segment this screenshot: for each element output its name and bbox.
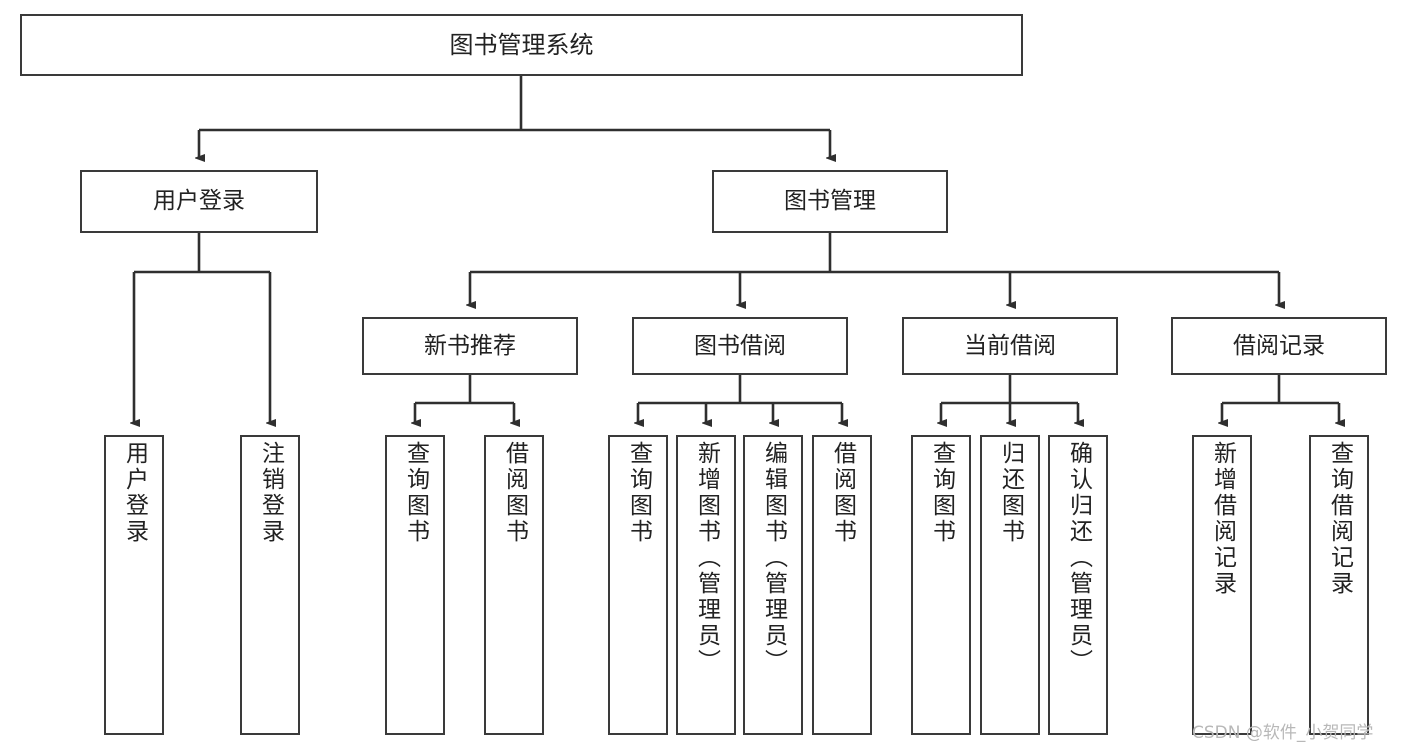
node-borrow-record[interactable]: 借阅记录 bbox=[1171, 317, 1387, 375]
node-label: 查询借阅记录 bbox=[1326, 441, 1353, 597]
node-label: 新书推荐 bbox=[424, 332, 516, 359]
node-book-management[interactable]: 图书管理 bbox=[712, 170, 948, 233]
leaf-borrow-book-2[interactable]: 借阅图书 bbox=[812, 435, 872, 735]
node-label: 图书借阅 bbox=[694, 332, 786, 359]
node-label: 图书管理 bbox=[784, 188, 876, 215]
node-user-login[interactable]: 用户登录 bbox=[80, 170, 318, 233]
node-label: 查询图书 bbox=[402, 441, 429, 545]
leaf-logout[interactable]: 注销登录 bbox=[240, 435, 300, 735]
leaf-edit-book[interactable]: 编辑图书（管理员） bbox=[743, 435, 803, 735]
node-label: 归还图书 bbox=[997, 441, 1024, 545]
leaf-query-book-2[interactable]: 查询图书 bbox=[608, 435, 668, 735]
node-label: 注销登录 bbox=[257, 441, 284, 545]
node-label: 查询图书 bbox=[625, 441, 652, 545]
node-label: 借阅图书 bbox=[501, 441, 528, 545]
leaf-borrow-book-1[interactable]: 借阅图书 bbox=[484, 435, 544, 735]
leaf-add-record[interactable]: 新增借阅记录 bbox=[1192, 435, 1252, 735]
csdn-watermark: CSDN @软件_小贺同学 bbox=[1192, 723, 1374, 743]
node-label: 用户登录 bbox=[121, 441, 148, 545]
node-label: 编辑图书（管理员） bbox=[760, 441, 787, 675]
node-label: 图书管理系统 bbox=[449, 31, 594, 59]
leaf-query-book-3[interactable]: 查询图书 bbox=[911, 435, 971, 735]
node-root-system[interactable]: 图书管理系统 bbox=[20, 14, 1023, 76]
node-label: 新增借阅记录 bbox=[1209, 441, 1236, 597]
leaf-add-book[interactable]: 新增图书（管理员） bbox=[676, 435, 736, 735]
leaf-confirm-return[interactable]: 确认归还（管理员） bbox=[1048, 435, 1108, 735]
node-new-book-recommend[interactable]: 新书推荐 bbox=[362, 317, 578, 375]
leaf-return-book[interactable]: 归还图书 bbox=[980, 435, 1040, 735]
leaf-query-record[interactable]: 查询借阅记录 bbox=[1309, 435, 1369, 735]
node-label: 借阅记录 bbox=[1233, 332, 1325, 359]
node-label: 确认归还（管理员） bbox=[1065, 441, 1092, 675]
node-book-borrow[interactable]: 图书借阅 bbox=[632, 317, 848, 375]
node-label: 查询图书 bbox=[928, 441, 955, 545]
node-label: 借阅图书 bbox=[829, 441, 856, 545]
node-current-borrow[interactable]: 当前借阅 bbox=[902, 317, 1118, 375]
node-label: 当前借阅 bbox=[964, 332, 1056, 359]
node-label: 用户登录 bbox=[153, 188, 245, 215]
node-label: 新增图书（管理员） bbox=[693, 441, 720, 675]
leaf-query-book-1[interactable]: 查询图书 bbox=[385, 435, 445, 735]
leaf-user-login[interactable]: 用户登录 bbox=[104, 435, 164, 735]
